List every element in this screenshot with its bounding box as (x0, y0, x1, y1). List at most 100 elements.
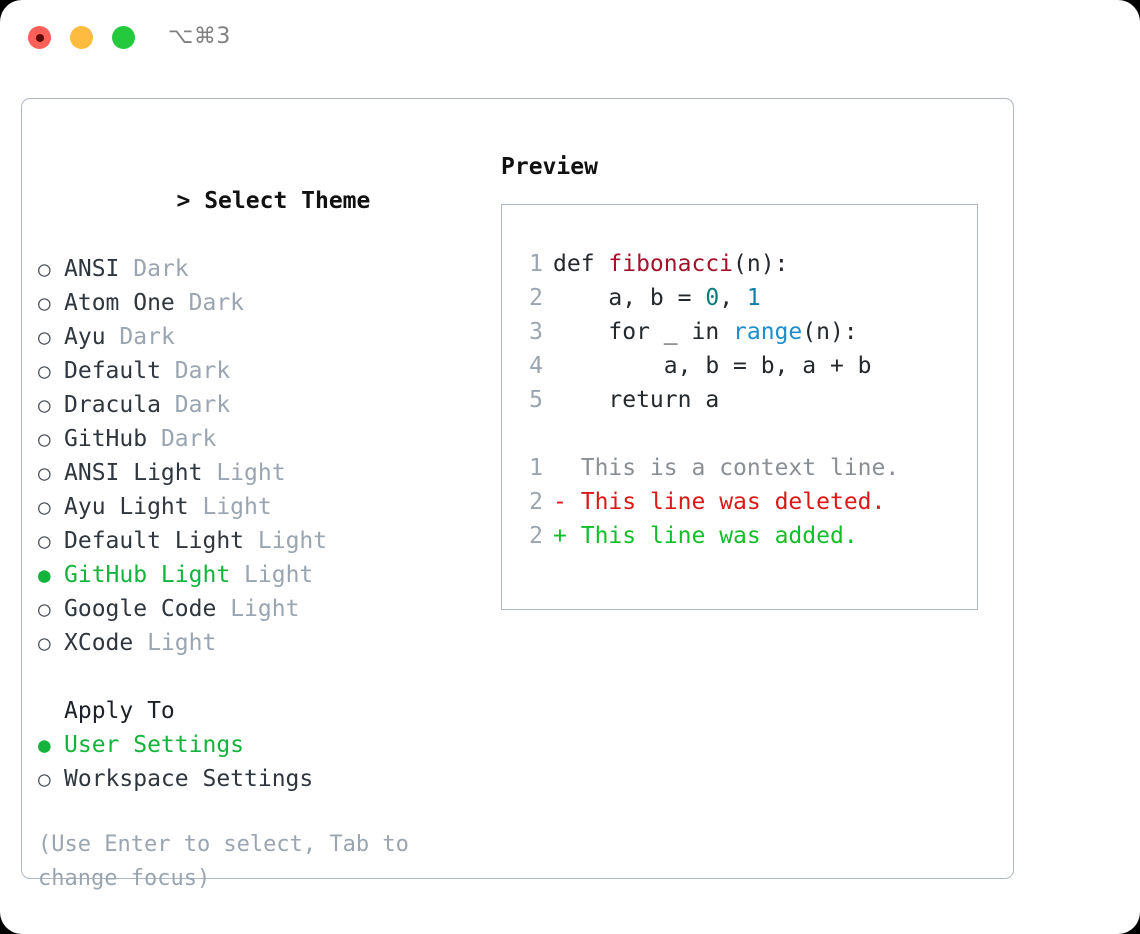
list-spacer (38, 660, 498, 694)
theme-option-github-light[interactable]: ● GitHub Light Light (38, 558, 498, 592)
select-theme-heading-label: Select Theme (204, 188, 371, 214)
code-token-plain: a, b = b, a + b (553, 353, 872, 379)
diff-sign-ctx (553, 451, 567, 485)
line-number: 3 (529, 319, 543, 345)
code-line-content: def fibonacci(n): (553, 247, 788, 281)
theme-option-google-code[interactable]: ○Google Code Light (38, 592, 498, 626)
theme-variant-badge: Dark (160, 426, 217, 452)
theme-option-ayu-light[interactable]: ○Ayu Light Light (38, 490, 498, 524)
radio-unselected-icon: ○ (38, 597, 51, 621)
code-line: 2 a, b = 0, 1 (515, 281, 971, 315)
line-number: 4 (529, 353, 543, 379)
code-line-content: for _ in range(n): (553, 315, 858, 349)
theme-variant-badge: Light (244, 562, 314, 588)
code-token-plain: (n): (802, 319, 858, 345)
theme-option-label: Dracula (64, 392, 161, 418)
label-suffix-gap (106, 320, 120, 354)
code-blank-line (515, 417, 971, 451)
diff-sign-gap (567, 519, 581, 553)
apply-to-heading-label: Apply To (64, 698, 175, 724)
minimize-button[interactable] (70, 26, 93, 49)
apply-to-option-label: Workspace Settings (64, 766, 314, 792)
theme-option-label: Ayu (64, 324, 106, 350)
theme-option-ansi[interactable]: ○ANSI Dark (38, 252, 498, 286)
theme-option-label: ANSI (64, 256, 120, 282)
label-suffix-gap (147, 422, 161, 456)
diff-line-text: This line was deleted. (580, 489, 886, 515)
code-token-plain: (n): (733, 251, 789, 277)
diff-line-del: 2- This line was deleted. (515, 485, 971, 519)
theme-option-label: GitHub Light (64, 562, 231, 588)
code-line: 3 for _ in range(n): (515, 315, 971, 349)
theme-option-xcode[interactable]: ○ XCode Light (38, 626, 498, 660)
radio-unselected-icon: ○ (38, 767, 51, 791)
code-token-plain: , (719, 285, 747, 311)
close-button[interactable] (28, 26, 51, 49)
line-number: 2 (529, 523, 543, 549)
theme-option-label: XCode (64, 630, 134, 656)
line-number: 1 (529, 455, 543, 481)
theme-option-label: Ayu Light (64, 494, 189, 520)
theme-variant-badge: Light (147, 630, 217, 656)
label-suffix-gap (175, 286, 189, 320)
label-suffix-gap (133, 626, 147, 660)
label-suffix-gap (189, 490, 203, 524)
theme-option-list: ○ANSI Dark○Atom One Dark○Ayu Dark○Defaul… (38, 252, 498, 660)
label-suffix-gap (161, 388, 175, 422)
radio-unselected-icon: ○ (38, 495, 51, 519)
keyboard-hint-text: (Use Enter to select, Tab to change focu… (38, 832, 423, 891)
diff-sign-add: + (553, 523, 567, 549)
theme-option-ansi-light[interactable]: ○ ANSI Light Light (38, 456, 498, 490)
diff-sign-del: - (553, 489, 567, 515)
apply-to-option-list: ● User Settings ○ Workspace Settings (38, 728, 498, 796)
preview-heading: Preview (501, 154, 598, 180)
theme-variant-badge: Light (216, 460, 286, 486)
theme-option-ayu[interactable]: ○Ayu Dark (38, 320, 498, 354)
theme-option-label: Default (64, 358, 161, 384)
content-columns: > Select Theme ○ANSI Dark○Atom One Dark○… (22, 99, 1013, 891)
code-token-num1: 1 (746, 285, 761, 311)
radio-selected-icon: ● (38, 563, 51, 587)
theme-selector-panel: > Select Theme ○ANSI Dark○Atom One Dark○… (38, 150, 498, 896)
code-token-call: range (733, 319, 803, 345)
theme-option-default[interactable]: ○Default Dark (38, 354, 498, 388)
label-suffix-gap (230, 558, 244, 592)
apply-to-heading-indent (38, 694, 64, 728)
label-suffix-gap (161, 354, 175, 388)
line-number: 5 (529, 387, 543, 413)
theme-variant-badge: Light (230, 596, 300, 622)
diff-sign-gap (567, 451, 581, 485)
apply-to-option-user-settings[interactable]: ● User Settings (38, 728, 498, 762)
apply-to-heading: Apply To (38, 694, 498, 728)
theme-variant-badge: Light (257, 528, 328, 554)
code-line-content: a, b = 0, 1 (553, 281, 761, 315)
theme-option-github[interactable]: ○GitHub Dark (38, 422, 498, 456)
code-line-content: return a (553, 383, 719, 417)
radio-unselected-icon: ○ (38, 631, 51, 655)
label-suffix-gap (244, 524, 258, 558)
theme-option-label: Atom One (64, 290, 175, 316)
code-token-plain: a, b = (553, 285, 706, 311)
line-number: 2 (529, 285, 543, 311)
theme-option-default-light[interactable]: ○Default Light Light (38, 524, 498, 558)
keyboard-shortcut-label: ⌥⌘3 (168, 24, 231, 49)
theme-option-label: ANSI Light (64, 460, 203, 486)
zoom-button[interactable] (112, 26, 135, 49)
line-number: 2 (529, 489, 543, 515)
radio-selected-icon: ● (38, 733, 51, 757)
theme-variant-badge: Dark (119, 324, 175, 350)
radio-unselected-icon: ○ (38, 461, 51, 485)
code-line: 1 def fibonacci(n): (515, 247, 971, 281)
theme-option-atom-one[interactable]: ○Atom One Dark (38, 286, 498, 320)
diff-line-text: This is a context line. (580, 455, 900, 481)
theme-option-dracula[interactable]: ○Dracula Dark (38, 388, 498, 422)
code-line: 4 a, b = b, a + b (515, 349, 971, 383)
code-token-num0: 0 (705, 285, 720, 311)
apply-to-option-workspace-settings[interactable]: ○ Workspace Settings (38, 762, 498, 796)
line-number: 1 (529, 251, 543, 277)
apply-to-option-label: User Settings (64, 732, 245, 758)
